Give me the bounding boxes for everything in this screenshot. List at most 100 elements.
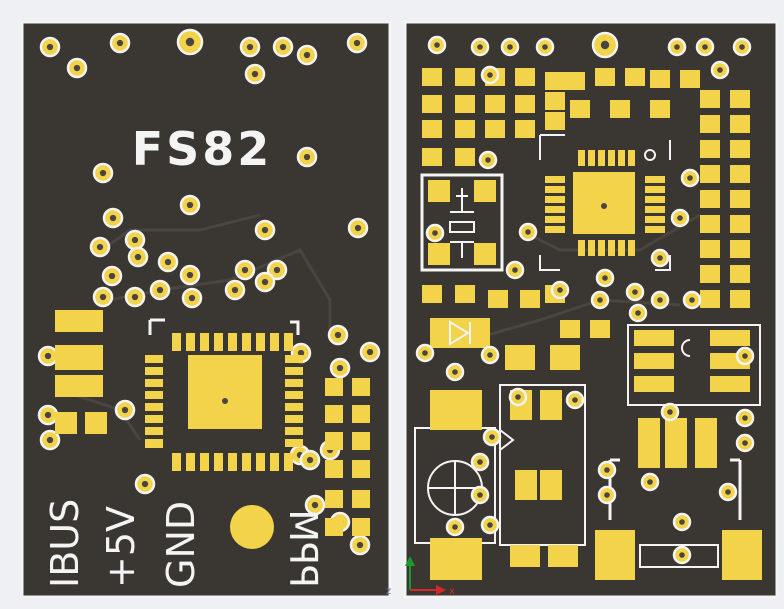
smd-pad xyxy=(700,165,720,183)
right-vias xyxy=(415,31,755,565)
regulator-footprint xyxy=(499,345,586,567)
smd-pad xyxy=(422,148,442,166)
smd-pad xyxy=(588,240,595,256)
drill-hole xyxy=(261,278,269,286)
smd-pad xyxy=(214,333,223,351)
ic-pad xyxy=(634,353,674,369)
smd-pad xyxy=(145,440,163,448)
pin1-marker xyxy=(644,149,656,161)
reg-pad xyxy=(515,470,537,500)
drill-hole xyxy=(246,43,254,51)
smd-pad xyxy=(172,333,181,351)
smd-pad xyxy=(270,453,279,471)
pin-label-ppm: PPM xyxy=(281,509,325,588)
right-qfn-footprint xyxy=(539,134,671,271)
smd-pad xyxy=(228,333,237,351)
drill-hole xyxy=(434,42,440,48)
smd-pad xyxy=(700,190,720,208)
chip-thermal-pad xyxy=(188,355,262,429)
right-chip-outline xyxy=(539,134,671,271)
drill-hole xyxy=(422,350,428,356)
drill-hole xyxy=(600,40,610,50)
svg-text:z: z xyxy=(386,586,391,597)
smd-pad xyxy=(730,165,750,183)
smd-pad xyxy=(145,367,163,375)
drill-hole xyxy=(99,293,107,301)
smd-pad xyxy=(352,460,370,478)
axis-triad-icon: x z xyxy=(386,556,455,597)
smd-pad xyxy=(700,90,720,108)
smd-pad xyxy=(595,530,635,580)
smd-pad xyxy=(285,355,303,363)
smd-pad xyxy=(422,120,442,138)
smd-pad xyxy=(730,190,750,208)
smd-pad xyxy=(730,140,750,158)
drill-hole xyxy=(311,501,319,509)
drill-hole xyxy=(131,236,139,244)
drill-hole xyxy=(432,230,438,236)
smd-pad xyxy=(645,176,665,183)
smd-pad xyxy=(285,403,303,411)
crystal-footprint xyxy=(420,173,504,272)
smd-pad xyxy=(352,378,370,396)
right-smd-pads xyxy=(422,68,750,338)
smd-pad xyxy=(352,518,370,536)
drill-hole xyxy=(477,492,483,498)
smd-pad xyxy=(325,518,343,536)
drill-hole xyxy=(677,215,683,221)
drill-hole xyxy=(354,224,362,232)
smd-pad xyxy=(730,115,750,133)
drill-hole xyxy=(542,44,548,50)
drill-hole xyxy=(572,397,578,403)
chip-pin-pads xyxy=(145,333,303,471)
smd-pad xyxy=(284,453,293,471)
chip-corner-mark xyxy=(290,320,300,335)
side-ic-footprint xyxy=(627,324,761,406)
smd-pad xyxy=(565,72,585,90)
smd-pad xyxy=(256,333,265,351)
smd-pad xyxy=(608,240,615,256)
drill-hole xyxy=(303,51,311,59)
reg-pad xyxy=(540,390,562,420)
smd-pad xyxy=(325,460,343,478)
drill-hole xyxy=(99,169,107,177)
smd-pad xyxy=(545,112,565,130)
drill-hole xyxy=(231,286,239,294)
smd-pad xyxy=(186,453,195,471)
smd-pad xyxy=(645,216,665,223)
reg-pad xyxy=(540,470,562,500)
smd-pad xyxy=(730,90,750,108)
drill-hole xyxy=(604,467,610,473)
smd-pad xyxy=(695,418,717,468)
drill-hole xyxy=(131,293,139,301)
regulator-outline xyxy=(499,384,586,546)
diode-footprint xyxy=(430,318,490,348)
smd-pad xyxy=(645,206,665,213)
smd-pad xyxy=(172,453,181,471)
crystal-symbol xyxy=(449,188,475,258)
drill-hole xyxy=(477,459,483,465)
drill-hole xyxy=(507,44,513,50)
drill-hole xyxy=(109,214,117,222)
smd-pad xyxy=(325,405,343,423)
crystal-pad xyxy=(474,243,496,265)
reg-pad xyxy=(548,545,578,567)
qfn-chip-footprint xyxy=(145,318,303,471)
drill-hole xyxy=(334,331,342,339)
drill-hole xyxy=(44,411,52,419)
smd-pad xyxy=(352,490,370,508)
right-thermal-via xyxy=(601,203,607,209)
drill-hole xyxy=(487,522,493,528)
smd-pad xyxy=(645,186,665,193)
thermal-pad-via xyxy=(222,398,228,404)
drill-hole xyxy=(188,294,196,302)
drill-hole xyxy=(647,479,653,485)
drill-hole xyxy=(73,64,81,72)
drill-hole xyxy=(452,369,458,375)
component-pad xyxy=(430,390,482,430)
drill-hole xyxy=(356,541,364,549)
smd-pad xyxy=(645,196,665,203)
smd-pad xyxy=(145,391,163,399)
target-cross xyxy=(428,461,482,515)
